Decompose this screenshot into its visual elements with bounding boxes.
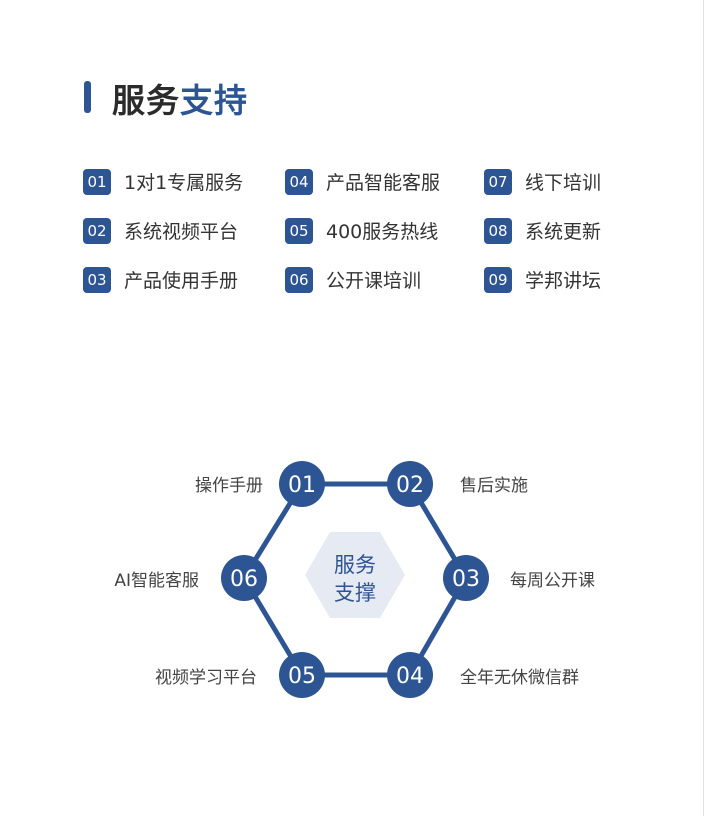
node-number: 02 [396, 473, 424, 498]
service-item: 08 系统更新 [484, 217, 601, 244]
node-number: 03 [452, 567, 480, 592]
node-number: 06 [230, 567, 258, 592]
service-item: 06 公开课培训 [285, 266, 421, 293]
service-item: 01 1对1专属服务 [83, 168, 243, 195]
node-number: 05 [288, 664, 316, 689]
service-text: 线下培训 [525, 172, 602, 194]
service-item: 04 产品智能客服 [285, 168, 440, 195]
node-circle [279, 652, 325, 698]
node-circle [387, 652, 433, 698]
service-number-badge: 06 [285, 266, 313, 293]
service-text: 公开课培训 [326, 270, 422, 292]
service-item: 07 线下培训 [484, 168, 601, 195]
service-number-badge: 02 [83, 217, 111, 244]
node-number: 04 [396, 664, 424, 689]
service-text: 系统视频平台 [124, 221, 239, 243]
node-label: 每周公开课 [510, 571, 595, 591]
service-number-badge: 09 [484, 266, 512, 293]
service-number-badge: 08 [484, 217, 512, 244]
node-circle [221, 555, 267, 601]
service-text: 系统更新 [525, 221, 602, 243]
node-label: AI智能客服 [114, 571, 199, 591]
center-label-line1: 服务 [334, 553, 376, 577]
service-item: 02 系统视频平台 [83, 217, 238, 244]
node-circle [387, 461, 433, 507]
node-circle [443, 555, 489, 601]
service-text: 产品智能客服 [326, 172, 441, 194]
service-item: 09 学邦讲坛 [484, 266, 601, 293]
node-label: 视频学习平台 [155, 668, 257, 688]
service-number-badge: 04 [285, 168, 313, 195]
node-label: 全年无休微信群 [460, 668, 579, 688]
page-title: 服务支持 [112, 81, 248, 120]
page-edge-divider [703, 0, 704, 816]
service-number-badge: 03 [83, 266, 111, 293]
center-hexagon [305, 532, 405, 618]
service-item: 05 400服务热线 [285, 217, 438, 244]
service-text: 学邦讲坛 [525, 270, 602, 292]
node-circle [279, 461, 325, 507]
service-number-badge: 05 [285, 217, 313, 244]
node-label: 售后实施 [460, 476, 528, 496]
service-number-badge: 07 [484, 168, 512, 195]
service-text: 1对1专属服务 [124, 172, 244, 194]
node-label: 操作手册 [195, 476, 263, 496]
title-accent-bar [84, 81, 91, 113]
service-text: 400服务热线 [326, 221, 439, 243]
service-item: 03 产品使用手册 [83, 266, 238, 293]
node-number: 01 [288, 473, 316, 498]
service-number-badge: 01 [83, 168, 111, 195]
service-text: 产品使用手册 [124, 270, 239, 292]
center-label-line2: 支撑 [334, 581, 376, 605]
